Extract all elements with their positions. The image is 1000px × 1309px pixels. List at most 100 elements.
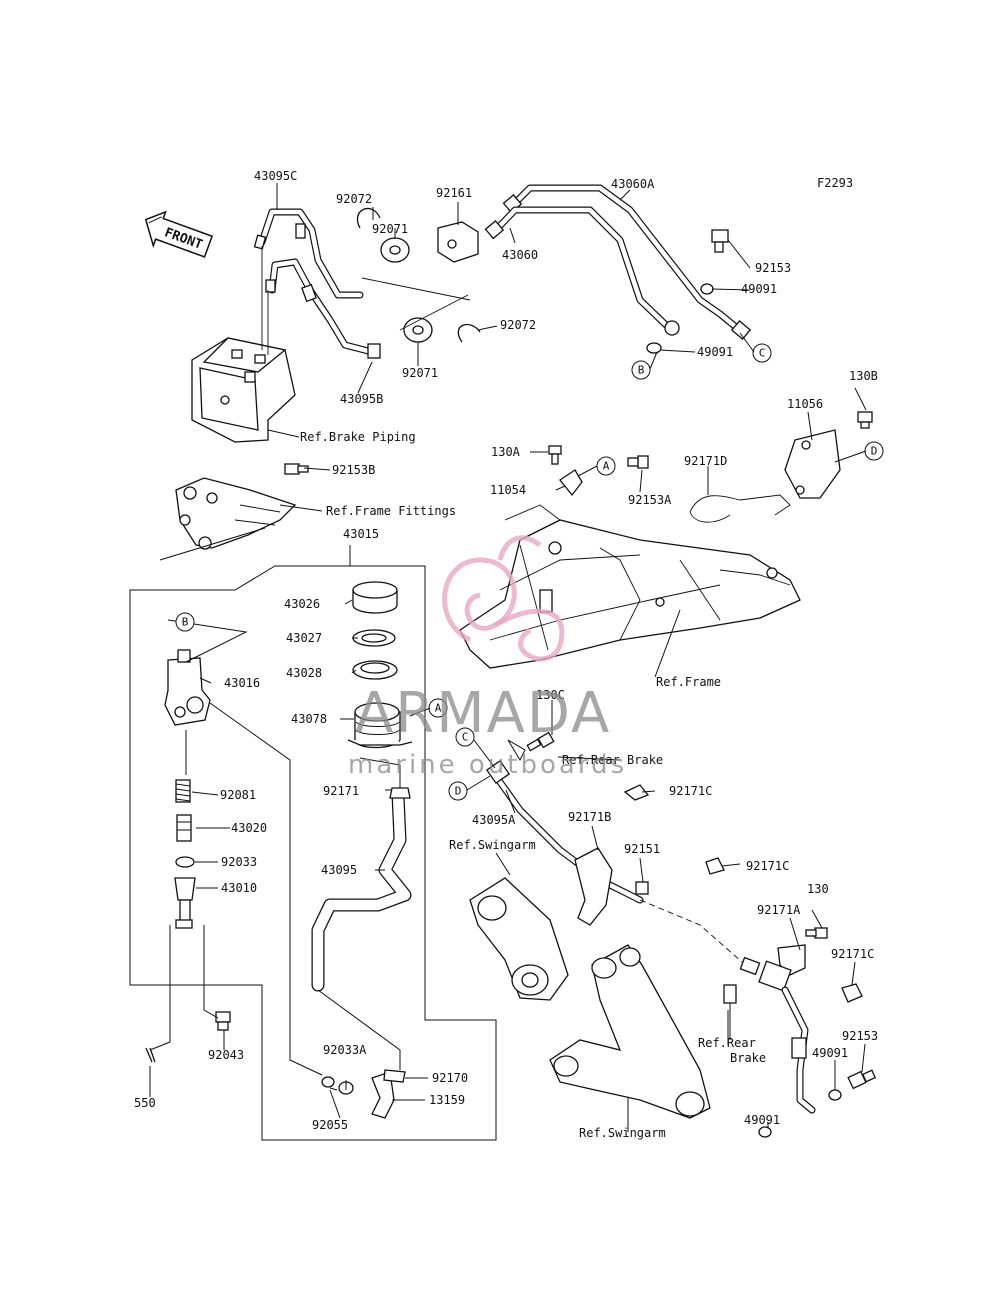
label-92072-lower: 92072: [500, 318, 536, 332]
hose-guide-92171C-upper: [623, 784, 650, 801]
nut-92151: [635, 881, 649, 895]
watermark: ARMADA marine outboards: [348, 535, 627, 780]
label-92171C-mid: 92171C: [746, 859, 789, 873]
hose-clamp-92171: [389, 787, 411, 799]
watermark-brand: ARMADA: [355, 681, 611, 746]
brake-pipe-43095C: [253, 208, 364, 299]
watermark-tagline: marine outboards: [348, 750, 627, 780]
label-92151: 92151: [624, 842, 660, 856]
label-130: 130: [807, 882, 829, 896]
brake-pipe-rear: [781, 986, 816, 1114]
rear-master-cylinder-joint: [739, 956, 792, 992]
label-92170: 92170: [432, 1071, 468, 1085]
label-49091-a: 49091: [741, 282, 777, 296]
bracket-11056: [784, 429, 841, 499]
svg-text:D: D: [455, 785, 462, 798]
label-43095: 43095: [321, 863, 357, 877]
abs-hydraulic-unit: [191, 337, 296, 443]
push-rod-43010: [174, 877, 196, 929]
grommet-92071-upper: [380, 237, 410, 263]
ref-frame: Ref.Frame: [656, 675, 721, 689]
master-cylinder-body-43016: [164, 649, 211, 726]
label-43026: 43026: [284, 597, 320, 611]
label-130B: 130B: [849, 369, 878, 383]
reservoir-cap-43026: [352, 581, 398, 614]
hose-clamp-92170: [383, 1069, 406, 1083]
label-92171D: 92171D: [684, 454, 727, 468]
brake-pipe-43095B: [265, 258, 381, 359]
label-92071-upper: 92071: [372, 222, 408, 236]
label-43095B: 43095B: [340, 392, 383, 406]
hose-guide-92171C-lower: [841, 983, 863, 1003]
rear-brake-joint: [723, 984, 737, 1004]
label-43027: 43027: [286, 631, 322, 645]
label-92081: 92081: [220, 788, 256, 802]
ref-rear-brake-upper: Ref.Rear Brake: [562, 753, 663, 767]
ref-rear-brake-lower-line1: Ref.Rear: [698, 1036, 756, 1050]
label-92153-rear: 92153: [842, 1029, 878, 1043]
washer-49091-b: [646, 342, 662, 354]
washer-49091-a: [700, 283, 714, 295]
label-43016: 43016: [224, 676, 260, 690]
clip-92072-upper: [356, 207, 381, 229]
diagram-code: F2293: [817, 176, 853, 190]
grommet-92071-lower: [403, 317, 433, 343]
brake-pipe-43060: [484, 206, 680, 336]
bolt-92153-top: [711, 229, 729, 253]
label-49091-d: 49091: [744, 1113, 780, 1127]
label-13159: 13159: [429, 1093, 465, 1107]
ref-rear-brake-lower-line2: Brake: [730, 1051, 766, 1065]
label-11056: 11056: [787, 397, 823, 411]
o-ring-92055: [321, 1076, 335, 1088]
ref-swingarm-upper: Ref.Swingarm: [449, 838, 536, 852]
ref-frame-fittings: Ref.Frame Fittings: [326, 504, 456, 518]
armada-logo-icon: [442, 535, 565, 662]
label-49091-b: 49091: [697, 345, 733, 359]
front-arrow-icon: FRONT: [144, 210, 214, 258]
label-92171B: 92171B: [568, 810, 611, 824]
label-43095C: 43095C: [254, 169, 297, 183]
label-92161: 92161: [436, 186, 472, 200]
label-130A: 130A: [491, 445, 521, 459]
label-92171C-lower: 92171C: [831, 947, 874, 961]
label-92171: 92171: [323, 784, 359, 798]
reference-labels: Ref.Brake Piping Ref.Frame Fittings Ref.…: [300, 430, 766, 1140]
hose-guide-92171B: [574, 847, 613, 926]
label-92033: 92033: [221, 855, 257, 869]
svg-text:D: D: [871, 445, 878, 458]
clip-92072-lower: [457, 323, 481, 343]
hose-guide-92171D: [689, 494, 791, 523]
marker-D-upper: D: [864, 441, 884, 461]
label-49091-c: 49091: [812, 1046, 848, 1060]
piston-assy-43020: [176, 814, 192, 842]
label-92153A: 92153A: [628, 493, 672, 507]
bolt-92153-rear: [847, 1069, 877, 1090]
hose-guide-92171C-mid: [705, 857, 725, 875]
label-43078: 43078: [291, 712, 327, 726]
bolt-130B: [857, 411, 873, 429]
bolt-130A: [548, 445, 562, 465]
marker-C-lower: C: [455, 727, 475, 747]
label-43015: 43015: [343, 527, 379, 541]
svg-text:B: B: [638, 364, 645, 377]
label-92072-upper: 92072: [336, 192, 372, 206]
swingarm-linkage: [549, 944, 711, 1119]
ref-brake-piping: Ref.Brake Piping: [300, 430, 416, 444]
svg-text:A: A: [603, 460, 610, 473]
svg-text:C: C: [759, 347, 766, 360]
label-43028: 43028: [286, 666, 322, 680]
label-550: 550: [134, 1096, 156, 1110]
label-43095A: 43095A: [472, 813, 516, 827]
label-92055: 92055: [312, 1118, 348, 1132]
label-92171A: 92171A: [757, 903, 801, 917]
union-bolt-130C: [526, 731, 555, 752]
label-92171C-upper: 92171C: [669, 784, 712, 798]
label-92071-lower: 92071: [402, 366, 438, 380]
plate-43027: [352, 629, 396, 647]
bolt-92153A: [627, 455, 649, 469]
label-43060: 43060: [502, 248, 538, 262]
marker-D-lower: D: [448, 781, 468, 801]
label-43020: 43020: [231, 821, 267, 835]
marker-B-lower: B: [175, 612, 195, 632]
